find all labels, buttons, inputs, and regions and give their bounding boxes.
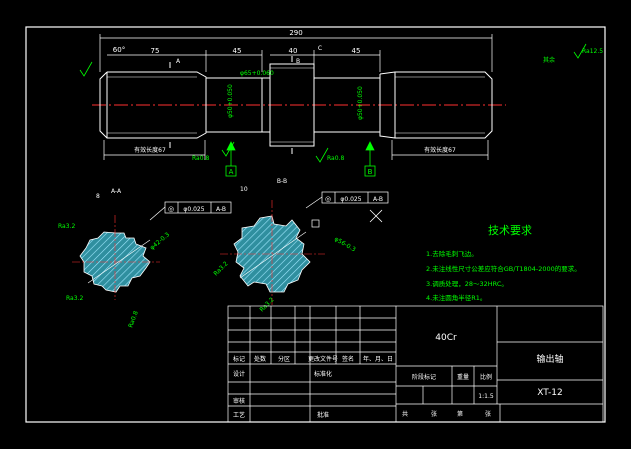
section-aa-tolerance-frame bbox=[149, 201, 232, 221]
tb-process: 工艺 bbox=[233, 411, 245, 419]
section-bb-top-dim: 10 bbox=[240, 186, 248, 193]
shaft-right-thread bbox=[379, 71, 493, 139]
section-cut-markers bbox=[169, 56, 293, 154]
section-bb-tolerance-frame bbox=[305, 191, 389, 209]
shaft-main-view bbox=[92, 63, 506, 147]
tech-item-1: 1.去除毛刺飞边。 bbox=[426, 249, 478, 258]
dim-left-length-note: 有效长度67 bbox=[134, 146, 166, 154]
tb-sheet-word-2: 张 bbox=[485, 410, 491, 418]
dim-total: 290 bbox=[289, 29, 302, 37]
section-b-mark: B bbox=[296, 58, 300, 65]
tech-item-3: 3.调质处理，28～32HRC。 bbox=[426, 279, 508, 288]
shaft-left-journal bbox=[206, 77, 263, 133]
tb-nth: 第 bbox=[457, 410, 463, 418]
section-aa-tol-value: φ0.025 bbox=[183, 206, 204, 213]
tb-design: 设计 bbox=[233, 370, 245, 378]
tb-h-sign: 签名 bbox=[342, 355, 354, 363]
title-block bbox=[227, 305, 604, 423]
tb-drawing-no: XT-12 bbox=[537, 388, 562, 398]
datum-c-label: C bbox=[318, 45, 322, 52]
dim-mid-b: 40 bbox=[289, 47, 298, 55]
corner-ra: Ra12.5 bbox=[582, 48, 603, 55]
tb-h-zone: 分区 bbox=[278, 355, 290, 363]
tb-h-date: 年、月、日 bbox=[363, 355, 393, 363]
tech-item-2: 2.未注线性尺寸公差应符合GB/T1804-2000的要求。 bbox=[426, 264, 581, 273]
dim-chamfer-angle: 60° bbox=[113, 46, 125, 54]
dim-phi-mid: φ65+0.060 bbox=[240, 70, 274, 77]
section-bb-view bbox=[220, 200, 325, 305]
tb-scale: 比例 bbox=[480, 373, 492, 381]
tb-h-mark: 标记 bbox=[233, 355, 245, 363]
section-bb-tol-ref: A-B bbox=[373, 196, 383, 203]
section-aa-ra2: Ra3.2 bbox=[66, 295, 83, 302]
datum-a-label: A bbox=[229, 168, 234, 176]
tb-h-count: 处数 bbox=[254, 355, 266, 363]
dim-mid-c: 45 bbox=[352, 47, 361, 55]
tb-total-sheets: 共 bbox=[402, 410, 408, 418]
tb-scale-value: 1:1.5 bbox=[478, 393, 494, 400]
tb-review: 审核 bbox=[233, 397, 245, 405]
tb-h-doc: 更改文件号 bbox=[308, 355, 338, 363]
ra-left: Ra0.8 bbox=[192, 155, 209, 162]
section-bb-title: B-B bbox=[277, 178, 287, 185]
datum-b-label: B bbox=[368, 168, 373, 176]
datum-markers bbox=[225, 141, 376, 177]
shaft-left-thread bbox=[99, 71, 207, 139]
shaft-dimensions bbox=[99, 34, 493, 160]
section-aa-title: A-A bbox=[111, 188, 122, 195]
tb-part-name: 输出轴 bbox=[536, 353, 563, 365]
ra-mid: Ra0.8 bbox=[327, 155, 344, 162]
section-aa-tol-ref: A-B bbox=[216, 206, 226, 213]
tb-weight: 重量 bbox=[457, 373, 469, 381]
tb-stage: 阶段标记 bbox=[412, 373, 436, 381]
dim-phi-right: φ50+0.050 bbox=[357, 86, 364, 120]
section-aa-top-dim: 8 bbox=[96, 193, 100, 200]
section-aa-ra1: Ra3.2 bbox=[58, 223, 75, 230]
shaft-collar bbox=[269, 63, 315, 147]
dim-phi-left: φ50+0.050 bbox=[227, 84, 234, 118]
tech-item-4: 4.未注圆角半径R1。 bbox=[426, 293, 486, 302]
dim-right-length-note: 有效长度67 bbox=[424, 146, 456, 154]
section-bb-tol-symbol: ◎ bbox=[325, 195, 331, 203]
tb-sheet-word: 张 bbox=[431, 410, 437, 418]
dim-mid-a: 45 bbox=[233, 47, 242, 55]
section-a-mark: A bbox=[176, 58, 181, 65]
tb-standard: 标准化 bbox=[314, 370, 332, 378]
section-aa-view bbox=[72, 215, 160, 300]
tb-approve: 批准 bbox=[317, 411, 329, 419]
cursor-cross-icon bbox=[369, 209, 383, 223]
section-aa-tol-symbol: ◎ bbox=[168, 205, 174, 213]
corner-note: 其余 bbox=[543, 56, 555, 64]
tb-material: 40Cr bbox=[435, 333, 457, 343]
tech-title: 技术要求 bbox=[488, 224, 532, 237]
dim-left-thread: 75 bbox=[151, 47, 160, 55]
section-bb-tol-value: φ0.025 bbox=[340, 196, 361, 203]
